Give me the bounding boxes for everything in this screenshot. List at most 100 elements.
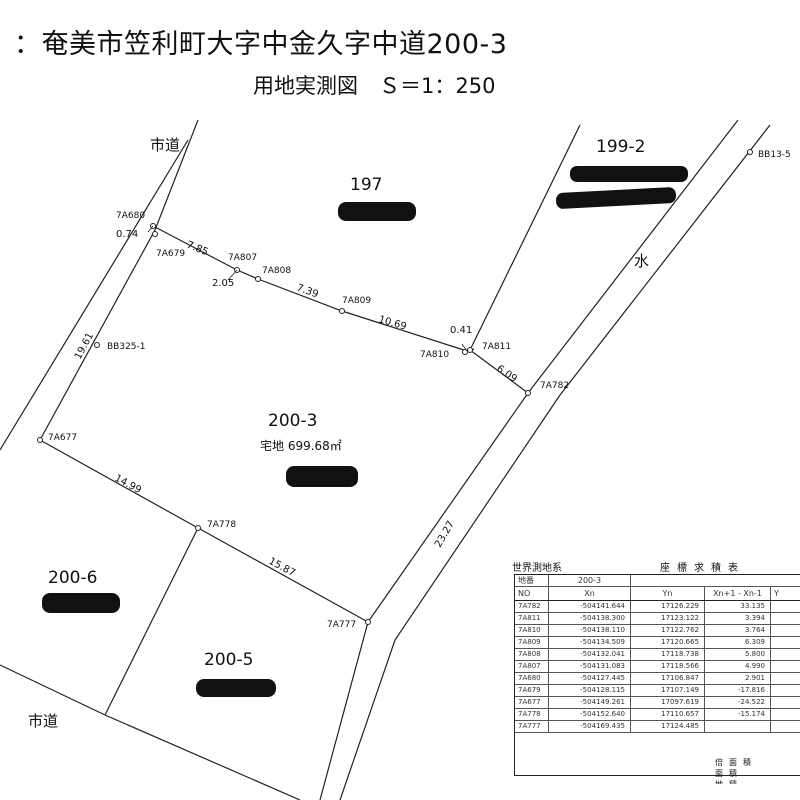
table-cell: 7A679: [515, 685, 549, 696]
east-road-line-3: [319, 621, 369, 800]
table-cell: 17124.485: [631, 721, 705, 732]
table-cell: 17120.665: [631, 637, 705, 648]
road-west-outer-line: [0, 139, 189, 451]
table-cell-empty: [771, 673, 800, 684]
road-west-inner-line: [154, 119, 199, 231]
table-cell: 7A677: [515, 697, 549, 708]
point-marker-778: [195, 525, 201, 531]
lot-200-5-west-line: [104, 527, 199, 716]
coordinate-table: 世界測地系 座標求積表 地番 200-3 NO Xn Yn Xn+1 - Xn-…: [512, 556, 800, 784]
point-marker-777: [365, 619, 371, 625]
redaction-mark-200-6: [42, 593, 120, 613]
table-cell: 5.800: [705, 649, 771, 660]
lot-use-area: 宅地 699.68㎡: [260, 438, 342, 453]
table-cell: 6.309: [705, 637, 771, 648]
table-cell: -504138.110: [549, 625, 631, 636]
point-marker-677: [37, 437, 43, 443]
table-cell: 17118.738: [631, 649, 705, 660]
survey-points: [37, 149, 753, 625]
table-cell: 7A811: [515, 613, 549, 624]
table-cell-empty: [771, 709, 800, 720]
table-cell: -504132.041: [549, 649, 631, 660]
table-cell: -504141.644: [549, 601, 631, 612]
table-cell: 17107.149: [631, 685, 705, 696]
point-label-679: 7A679: [156, 249, 185, 259]
point-label-810: 7A810: [420, 350, 449, 360]
table-cell: 7A680: [515, 673, 549, 684]
page-title: ：奄美市笠利町大字中金久字中道200-3: [14, 29, 508, 60]
lot-value: 200-3: [549, 575, 631, 586]
point-label-809: 7A809: [342, 296, 371, 306]
lot-number-200-6: 200-6: [48, 568, 97, 588]
table-cell-empty: [771, 625, 800, 636]
water-channel-line-2: [559, 124, 771, 396]
table-cell: 17118.566: [631, 661, 705, 672]
footer-land-area: 地積: [715, 779, 757, 784]
table-footer: 倍面積 面積 地積: [715, 757, 757, 784]
benchmark-marker-west: [94, 342, 100, 348]
road-west-inner-line-2: [39, 229, 156, 441]
lot-number-main: 200-3: [268, 411, 317, 431]
point-label-778: 7A778: [207, 520, 236, 530]
boundary-811-782: [469, 349, 529, 394]
table-cell: -504134.509: [549, 637, 631, 648]
table-cell: -15.174: [705, 709, 771, 720]
geodetic-system-label: 世界測地系: [512, 563, 562, 574]
table-cell: -504127.445: [549, 673, 631, 684]
table-cell-empty: [771, 601, 800, 612]
redaction-mark-197: [338, 202, 416, 221]
table-cell: 4.990: [705, 661, 771, 672]
column-header-y: Y: [774, 589, 779, 598]
table-cell: -504152.640: [549, 709, 631, 720]
point-marker-809: [339, 308, 345, 314]
lot-number-200-5: 200-5: [204, 650, 253, 670]
leader-lines: [147, 225, 468, 352]
table-cell: 3.394: [705, 613, 771, 624]
column-header-no: NO: [515, 587, 549, 600]
point-label-808: 7A808: [262, 266, 291, 276]
table-cell: 7A782: [515, 601, 549, 612]
table-cell-empty: [771, 661, 800, 672]
dimension-041: 0.41: [450, 325, 472, 336]
road-label-north: 市道: [150, 136, 180, 154]
parcel-lines: [0, 119, 771, 800]
table-cell: -504138.300: [549, 613, 631, 624]
redaction-mark-199-2b: [556, 187, 676, 209]
table-cell-empty: [771, 721, 800, 732]
table-cell: -17.816: [705, 685, 771, 696]
point-marker-810: [462, 349, 468, 355]
table-cell-empty: [771, 649, 800, 660]
table-cell: 17097.619: [631, 697, 705, 708]
benchmark-label-east: BB13-5: [758, 150, 791, 160]
footer-double-area: 倍面積: [715, 758, 757, 767]
table-cell: [705, 721, 771, 732]
table-cell: -504131.083: [549, 661, 631, 672]
coordinate-table-title: 座標求積表: [660, 563, 745, 574]
point-marker-811: [467, 347, 473, 353]
dimension-1499: 14.99: [113, 473, 143, 496]
lot-number-197: 197: [350, 175, 382, 195]
column-header-xdiff: Xn+1 - Xn-1: [705, 587, 771, 600]
table-cell: 17106.847: [631, 673, 705, 684]
point-marker-808: [255, 276, 261, 282]
table-cell: 7A807: [515, 661, 549, 672]
south-road-line: [0, 664, 301, 800]
table-cell: 17126.229: [631, 601, 705, 612]
redaction-mark-199-2a: [570, 166, 688, 182]
table-cell: 7A808: [515, 649, 549, 660]
point-label-807: 7A807: [228, 253, 257, 263]
point-label-782: 7A782: [540, 381, 569, 391]
table-cell: 17110.657: [631, 709, 705, 720]
dimension-785: 7.85: [185, 240, 210, 259]
table-cell: -504128.115: [549, 685, 631, 696]
table-cell-empty: [771, 685, 800, 696]
table-cell: 33.135: [705, 601, 771, 612]
footer-area: 面積: [715, 769, 743, 778]
